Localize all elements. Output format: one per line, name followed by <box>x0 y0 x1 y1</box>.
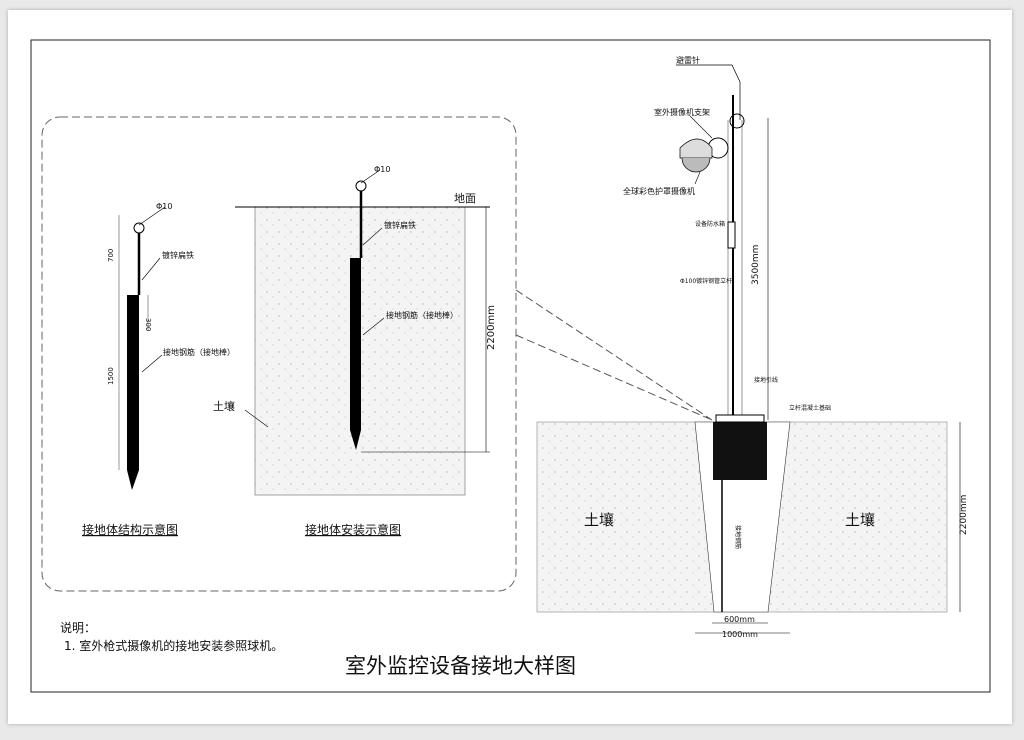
install-caption: 接地体安装示意图 <box>305 522 401 537</box>
structure-dim-top-label: 700 <box>107 249 115 262</box>
drawing-sheet: Φ10 700 300 1500 镀锌扁铁 接地钢筋（接地棒） 接地体结构示意图… <box>8 10 1012 724</box>
notes-heading: 说明： <box>60 620 96 635</box>
install-depth-label: 2200mm <box>486 305 497 350</box>
pole-bracket-label: 室外摄像机支架 <box>654 107 710 117</box>
pole-height-label: 3500mm <box>751 245 761 285</box>
pole-soil-left-label: 土壤 <box>584 511 614 529</box>
structure-caption: 接地体结构示意图 <box>82 522 178 537</box>
pole-foundation-label: 立杆混凝土基础 <box>789 404 831 412</box>
notes-item: 1. 室外枪式摄像机的接地安装参照球机。 <box>64 638 283 653</box>
install-flat-iron-label: 镀锌扁铁 <box>384 220 416 230</box>
pole-pipe-label: Φ100镀锌钢管立杆 <box>680 277 732 285</box>
pole-box-label: 设备防水箱 <box>695 220 725 228</box>
drawing-title: 室外监控设备接地大样图 <box>345 654 576 678</box>
pole-width-inner-label: 600mm <box>724 615 755 624</box>
install-soil-label: 土壤 <box>213 399 235 413</box>
install-ground-label: 地面 <box>454 192 476 205</box>
pole-soil-right-label: 土壤 <box>845 511 875 529</box>
install-diameter-label: Φ10 <box>374 165 390 174</box>
structure-dim-mid-label: 300 <box>144 318 152 331</box>
drawing-frame <box>30 39 991 693</box>
pole-diagram: 避雷针 室外摄像机支架 全球彩色护罩摄像机 设备防水箱 Φ100镀锌钢管立杆 接… <box>536 55 969 639</box>
install-diagram: 地面 Φ10 镀锌扁铁 接地钢筋（接地棒） 2200mm 土壤 接地体安装示意图 <box>213 165 497 537</box>
install-rod-label: 接地钢筋（接地棒） <box>386 310 458 320</box>
structure-dim-bottom-label: 1500 <box>107 367 115 385</box>
grounding-diagram: Φ10 700 300 1500 镀锌扁铁 接地钢筋（接地棒） 接地体结构示意图… <box>30 39 991 693</box>
structure-rod-label: 接地钢筋（接地棒） <box>163 347 235 357</box>
structure-diameter-label: Φ10 <box>156 202 172 211</box>
structure-diagram: Φ10 700 300 1500 镀锌扁铁 接地钢筋（接地棒） 接地体结构示意图 <box>82 202 235 537</box>
concrete-foundation <box>713 422 767 480</box>
pole-ground-rod-label: 接地钢筋 <box>734 525 742 549</box>
grounding-rod <box>127 295 139 490</box>
pole-lightning-rod-label: 避雷针 <box>676 55 700 65</box>
pole-ground-wire-label: 接地引线 <box>754 376 778 384</box>
pole-camera-label: 全球彩色护罩摄像机 <box>623 186 695 196</box>
structure-flat-iron-label: 镀锌扁铁 <box>162 250 194 260</box>
pole-depth-label: 2200mm <box>959 495 969 535</box>
pole-width-outer-label: 1000mm <box>722 630 758 639</box>
detail-callout-box <box>41 116 517 592</box>
